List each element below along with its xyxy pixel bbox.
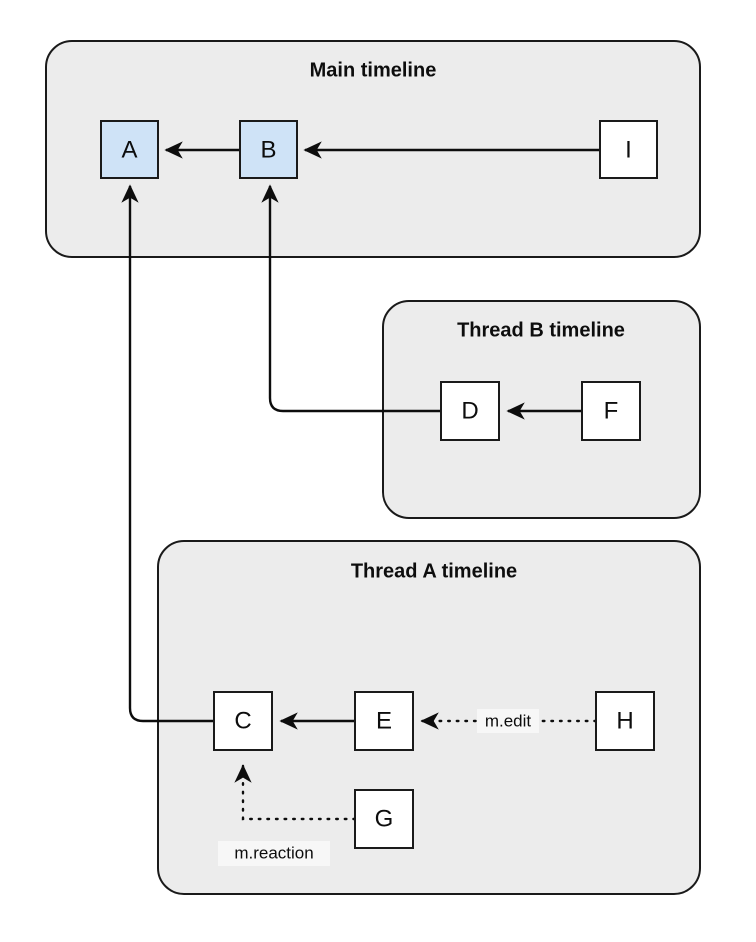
event-box-g bbox=[354, 789, 414, 849]
event-node-f[interactable]: F bbox=[581, 381, 641, 441]
edge-label-m-reaction: m.reaction bbox=[218, 841, 330, 866]
panel-thread-b-title: Thread B timeline bbox=[457, 319, 625, 341]
event-node-d[interactable]: D bbox=[440, 381, 500, 441]
edge-d-to-b[interactable] bbox=[261, 184, 441, 413]
edge-label-m-reaction-bg bbox=[218, 841, 330, 866]
event-label-c: C bbox=[234, 707, 251, 734]
event-label-d: D bbox=[461, 397, 478, 424]
event-box-b bbox=[239, 120, 298, 179]
event-node-b[interactable]: B bbox=[239, 120, 298, 179]
edge-label-m-edit-bg bbox=[477, 709, 539, 733]
event-label-g: G bbox=[375, 805, 394, 832]
event-box-f bbox=[581, 381, 641, 441]
event-node-e[interactable]: E bbox=[354, 691, 414, 751]
event-label-i: I bbox=[625, 136, 632, 163]
panel-thread-a-title: Thread A timeline bbox=[351, 560, 517, 582]
panel-thread-b-body bbox=[382, 300, 701, 519]
event-node-h[interactable]: H bbox=[595, 691, 655, 751]
event-box-a bbox=[100, 120, 159, 179]
event-label-e: E bbox=[376, 707, 392, 734]
edge-g-to-c[interactable] bbox=[234, 764, 357, 821]
event-node-a[interactable]: A bbox=[100, 120, 159, 179]
event-label-f: F bbox=[604, 397, 619, 424]
event-node-g[interactable]: G bbox=[354, 789, 414, 849]
event-box-d bbox=[440, 381, 500, 441]
event-label-b: B bbox=[260, 136, 276, 163]
panel-thread-b[interactable]: Thread B timeline bbox=[382, 300, 701, 519]
edge-label-m-edit-text: m.edit bbox=[485, 711, 532, 730]
event-node-c[interactable]: C bbox=[213, 691, 273, 751]
event-box-c bbox=[213, 691, 273, 751]
edge-label-m-reaction-text: m.reaction bbox=[234, 843, 313, 862]
event-label-a: A bbox=[121, 136, 137, 163]
edge-label-m-edit: m.edit bbox=[477, 709, 539, 733]
event-box-e bbox=[354, 691, 414, 751]
event-node-i[interactable]: I bbox=[599, 120, 658, 179]
event-box-h bbox=[595, 691, 655, 751]
panel-main-title: Main timeline bbox=[310, 59, 437, 81]
event-label-h: H bbox=[616, 707, 633, 734]
edge-c-to-a[interactable] bbox=[121, 184, 214, 723]
event-box-i bbox=[599, 120, 658, 179]
